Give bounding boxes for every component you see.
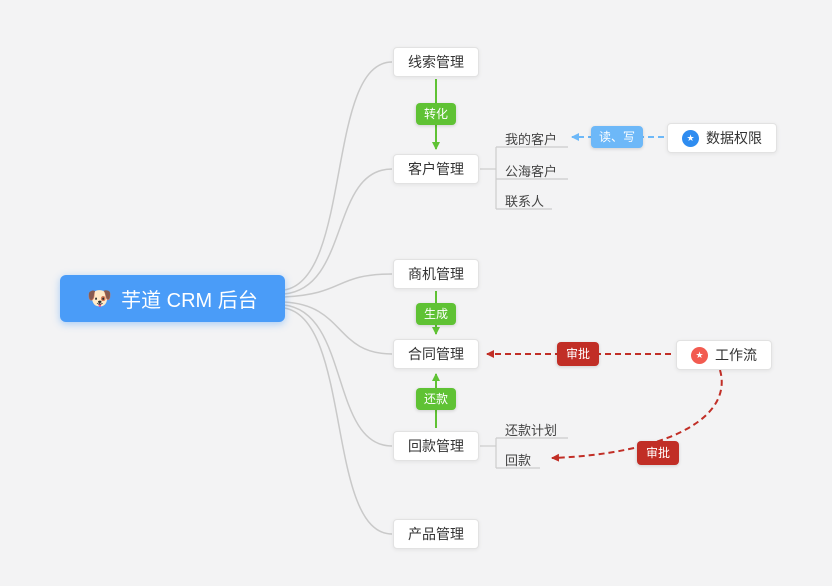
node-payment-management[interactable]: 回款管理 [393,431,479,461]
subitem-my-customers[interactable]: 我的客户 [505,132,558,147]
node-label: 数据权限 [706,130,762,146]
node-customer-management[interactable]: 客户管理 [393,154,479,184]
hub-node-crm-backend[interactable]: 🐶 芋道 CRM 后台 [60,275,285,322]
node-label: 工作流 [715,347,757,363]
node-workflow[interactable]: ★ 工作流 [676,340,772,370]
star-icon: ★ [691,346,708,364]
node-label: 合同管理 [408,346,464,362]
node-label: 产品管理 [408,526,464,542]
badge-read-write: 读、写 [590,126,644,148]
node-label: 回款管理 [408,438,464,454]
node-opportunity-management[interactable]: 商机管理 [393,259,479,289]
node-contract-management[interactable]: 合同管理 [393,339,479,369]
node-label: 商机管理 [408,266,464,282]
node-label: 线索管理 [408,54,464,70]
badge-repay: 还款 [415,388,457,410]
node-leads-management[interactable]: 线索管理 [393,47,479,77]
dog-emoji-icon: 🐶 [87,288,113,310]
node-product-management[interactable]: 产品管理 [393,519,479,549]
star-icon: ★ [682,129,699,147]
subitem-public-customers[interactable]: 公海客户 [505,164,558,179]
subitem-payment[interactable]: 回款 [505,453,532,468]
hub-label: 芋道 CRM 后台 [121,290,258,312]
subitem-contacts[interactable]: 联系人 [505,194,545,209]
badge-convert: 转化 [415,103,457,125]
badge-generate: 生成 [415,303,457,325]
node-data-permission[interactable]: ★ 数据权限 [667,123,777,153]
badge-approve-contract: 审批 [556,342,600,366]
subitem-repayment-plan[interactable]: 还款计划 [505,423,558,438]
badge-approve-payment: 审批 [636,441,680,465]
node-label: 客户管理 [408,161,464,177]
